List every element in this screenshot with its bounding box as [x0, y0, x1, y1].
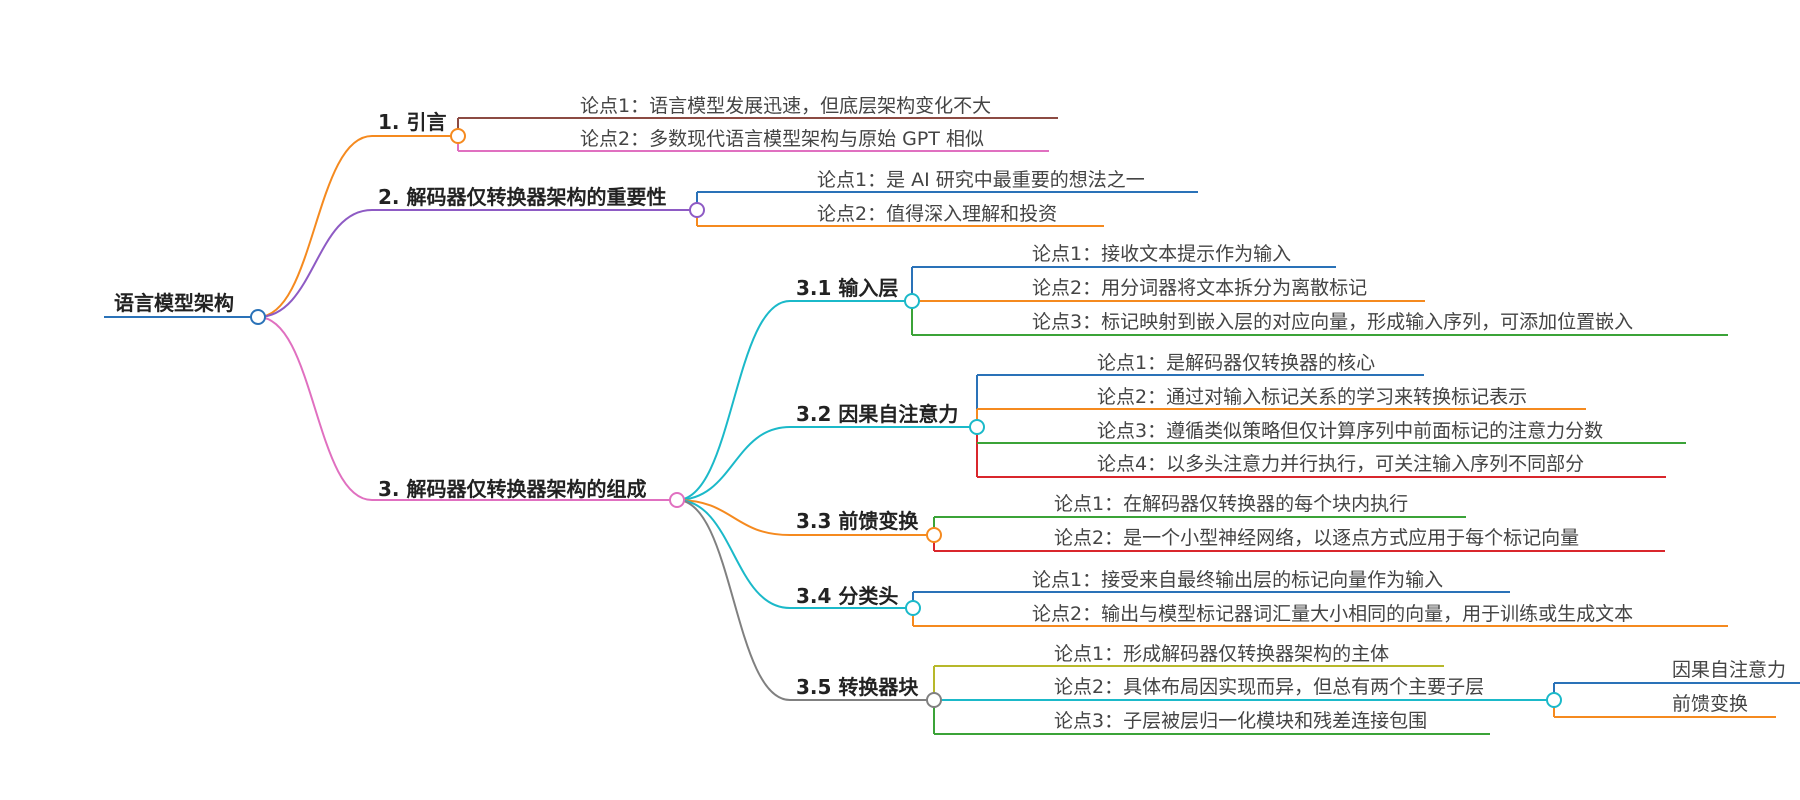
leaf-attention-point-3[interactable]: 论点3：遵循类似策略但仅计算序列中前面标记的注意力分数	[1097, 420, 1604, 442]
connector-n3-n35	[676, 499, 791, 701]
leaf-intro-point-2[interactable]: 论点2：多数现代语言模型架构与原始 GPT 相似	[580, 128, 984, 150]
node-transformer-block[interactable]: 3.5 转换器块	[796, 675, 919, 699]
node-classification-head[interactable]: 3.4 分类头	[796, 584, 899, 608]
node-causal-attention[interactable]: 3.2 因果自注意力	[796, 402, 959, 426]
connector-n3-n31	[676, 300, 791, 501]
expand-circle-n34	[905, 600, 921, 616]
expand-circle-n3	[669, 492, 685, 508]
expand-circle-n33	[926, 527, 942, 543]
leaf-intro-point-1[interactable]: 论点1：语言模型发展迅速，但底层架构变化不大	[580, 95, 992, 117]
leaf-input-point-3[interactable]: 论点3：标记映射到嵌入层的对应向量，形成输入序列，可添加位置嵌入	[1032, 311, 1634, 333]
leaf-head-point-1[interactable]: 论点1：接受来自最终输出层的标记向量作为输入	[1032, 569, 1444, 591]
expand-circle-n2	[689, 202, 705, 218]
leaf-importance-point-1[interactable]: 论点1：是 AI 研究中最重要的想法之一	[817, 169, 1145, 191]
leaf-sublayer-feedforward[interactable]: 前馈变换	[1672, 693, 1749, 715]
root-node-label[interactable]: 语言模型架构	[114, 291, 234, 315]
leaf-sublayer-attention[interactable]: 因果自注意力	[1672, 659, 1787, 681]
expand-circle-root	[250, 309, 266, 325]
node-introduction[interactable]: 1. 引言	[378, 110, 447, 134]
connector-root-n1	[257, 135, 373, 318]
expand-circle-n35	[926, 692, 942, 708]
connector-n3-n32	[676, 426, 791, 501]
leaf-feedforward-point-2[interactable]: 论点2：是一个小型神经网络，以逐点方式应用于每个标记向量	[1054, 527, 1580, 549]
leaf-importance-point-2[interactable]: 论点2：值得深入理解和投资	[817, 203, 1058, 225]
leaf-input-point-1[interactable]: 论点1：接收文本提示作为输入	[1032, 243, 1292, 265]
expand-circle-n31	[904, 293, 920, 309]
leaf-input-point-2[interactable]: 论点2：用分词器将文本拆分为离散标记	[1032, 277, 1368, 299]
node-feedforward[interactable]: 3.3 前馈变换	[796, 509, 919, 533]
leaf-block-point-1[interactable]: 论点1：形成解码器仅转换器架构的主体	[1054, 643, 1390, 665]
connector-n3-n34	[676, 499, 791, 609]
connector-n3-n33	[676, 499, 791, 536]
leaf-attention-point-4[interactable]: 论点4：以多头注意力并行执行，可关注输入序列不同部分	[1097, 453, 1585, 475]
connector-root-n3	[257, 316, 373, 501]
leaf-attention-point-2[interactable]: 论点2：通过对输入标记关系的学习来转换标记表示	[1097, 386, 1528, 408]
node-components[interactable]: 3. 解码器仅转换器架构的组成	[378, 477, 647, 501]
leaf-block-point-3[interactable]: 论点3：子层被层归一化模块和残差连接包围	[1054, 710, 1428, 732]
leaf-feedforward-point-1[interactable]: 论点1：在解码器仅转换器的每个块内执行	[1054, 493, 1409, 515]
leaf-block-point-2[interactable]: 论点2：具体布局因实现而异，但总有两个主要子层	[1054, 676, 1485, 698]
node-importance[interactable]: 2. 解码器仅转换器架构的重要性	[378, 185, 667, 209]
leaf-head-point-2[interactable]: 论点2：输出与模型标记器词汇量大小相同的向量，用于训练或生成文本	[1032, 603, 1634, 625]
expand-circle-n32	[969, 419, 985, 435]
expand-circle-n1	[450, 128, 466, 144]
node-input-layer[interactable]: 3.1 输入层	[796, 276, 899, 300]
connector-root-n2	[257, 209, 373, 318]
expand-circle-n35_2	[1546, 692, 1562, 708]
leaf-attention-point-1[interactable]: 论点1：是解码器仅转换器的核心	[1097, 352, 1376, 374]
